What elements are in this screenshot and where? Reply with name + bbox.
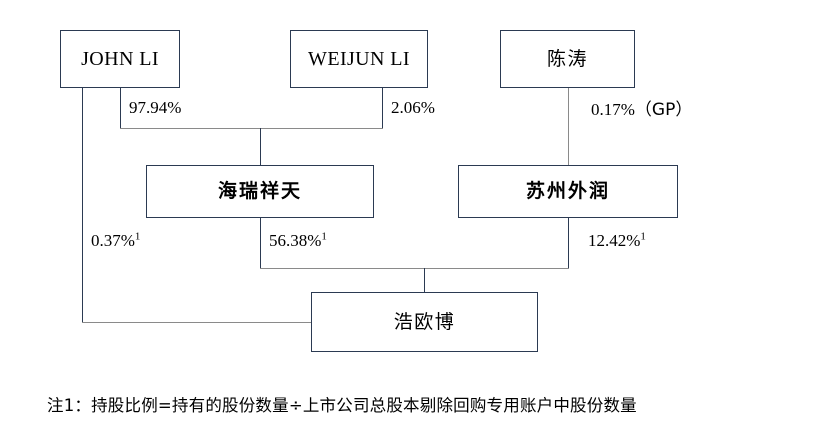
node-chen-tao: 陈涛 — [500, 30, 635, 88]
edge-label-hairui-to-haooubo-text: 56.38% — [269, 231, 322, 250]
edge-label-chentao-to-suzhou: 0.17%（GP） — [591, 101, 692, 119]
diagram-footnote: 注1：持股比例=持有的股份数量÷上市公司总股本剔除回购专用账户中股份数量 — [47, 396, 637, 415]
edge-label-john-to-hairui: 97.94% — [129, 99, 181, 116]
edge-label-suzhou-to-haooubo-text: 12.42% — [588, 231, 641, 250]
connector-john-li-direct-drop — [82, 88, 83, 323]
edge-label-suzhou-to-haooubo-marker: 1 — [640, 230, 646, 243]
connector-john-li-stub — [120, 88, 121, 129]
node-suzhouwairun-label: 苏州外润 — [525, 180, 610, 203]
edge-label-chentao-to-suzhou-suffix: （GP） — [634, 100, 693, 120]
node-hairuixiangtian: 海瑞祥天 — [146, 165, 374, 218]
edge-label-hairui-to-haooubo-marker: 1 — [321, 230, 327, 243]
edge-label-suzhou-to-haooubo: 12.42%1 — [588, 230, 646, 250]
edge-label-john-to-hairui-text: 97.94% — [129, 98, 182, 117]
edge-label-john-to-haooubo: 0.37%1 — [91, 230, 141, 250]
connector-upper-bus — [120, 128, 383, 129]
connector-lower-bus — [260, 268, 569, 269]
node-hairuixiangtian-label: 海瑞祥天 — [217, 180, 302, 203]
edge-label-chentao-to-suzhou-text: 0.17% — [591, 100, 635, 119]
edge-label-john-to-haooubo-text: 0.37% — [91, 231, 135, 250]
node-haooubo: 浩欧博 — [311, 292, 538, 352]
edge-label-hairui-to-haooubo: 56.38%1 — [269, 230, 327, 250]
node-chen-tao-label: 陈涛 — [546, 47, 588, 70]
connector-weijun-li-stub — [382, 88, 383, 129]
connector-john-li-direct-run — [82, 322, 312, 323]
connector-hairuixiangtian-stub — [260, 218, 261, 269]
node-weijun-li-label: WEIJUN LI — [308, 48, 410, 70]
node-john-li-label: JOHN LI — [81, 48, 159, 70]
node-weijun-li: WEIJUN LI — [290, 30, 428, 88]
connector-bus-to-haooubo — [424, 268, 425, 293]
node-haooubo-label: 浩欧博 — [393, 310, 456, 333]
connector-suzhouwairun-stub — [568, 218, 569, 269]
node-suzhouwairun: 苏州外润 — [458, 165, 678, 218]
node-john-li: JOHN LI — [60, 30, 180, 88]
connector-bus-to-hairuixiangtian — [260, 128, 261, 166]
connector-chen-tao-to-suzhouwairun — [568, 88, 569, 166]
edge-label-weijun-to-hairui: 2.06% — [391, 99, 435, 116]
edge-label-weijun-to-hairui-text: 2.06% — [391, 98, 435, 117]
edge-label-john-to-haooubo-marker: 1 — [134, 230, 141, 243]
